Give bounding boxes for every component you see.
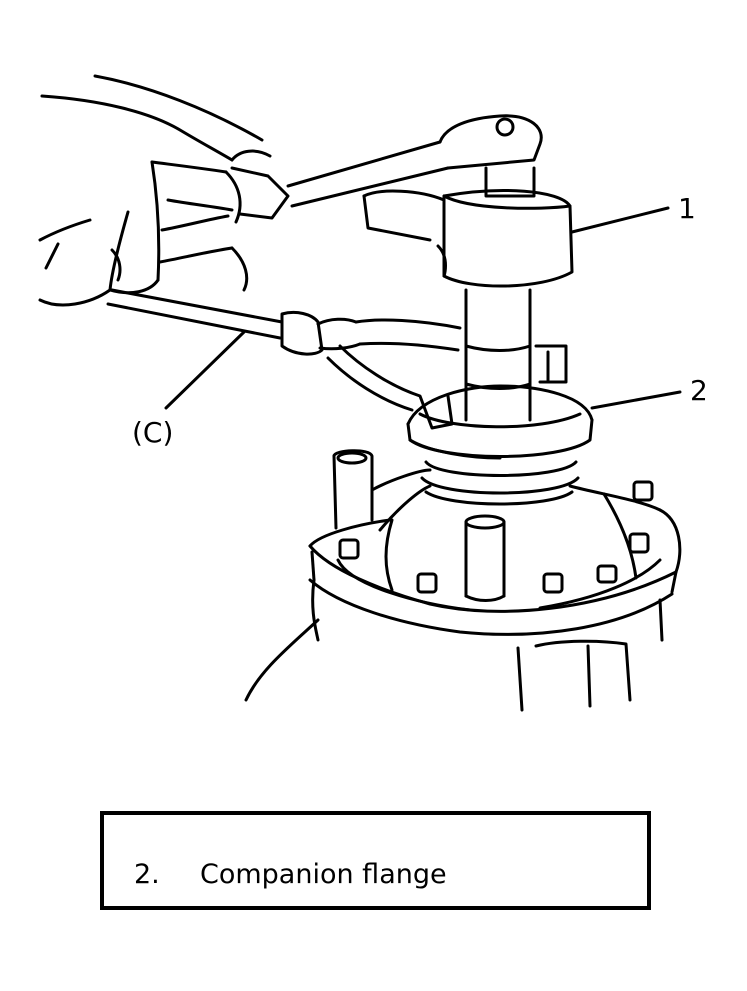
callout-label-c: (C): [132, 416, 173, 449]
companion-flange: [406, 384, 594, 506]
wrench: [230, 114, 543, 220]
housing-bolts: [338, 480, 654, 594]
hand-illustration: [38, 74, 264, 307]
socket-tool: [362, 166, 574, 422]
callout-label-2: 2: [690, 374, 708, 407]
leader-line-1: [570, 206, 670, 234]
differential-housing: [244, 449, 682, 712]
legend-number: 2.: [134, 859, 160, 890]
callout-label-1: 1: [678, 192, 696, 225]
legend-text: Companion flange: [200, 859, 447, 890]
leader-line-2: [590, 390, 682, 410]
technical-illustration: 1 2 (C): [38, 74, 708, 712]
leader-line-c: [164, 330, 246, 410]
legend-box: 2. Companion flange: [100, 811, 651, 910]
legend-entry: 2. Companion flange: [134, 859, 447, 890]
holder-tool-c: [106, 288, 568, 430]
